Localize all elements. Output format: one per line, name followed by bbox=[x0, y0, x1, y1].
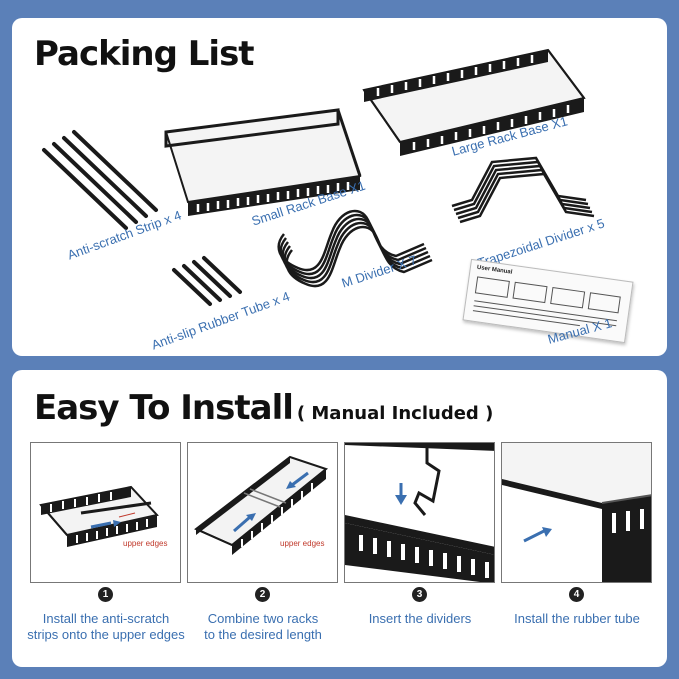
step-1-text: Install the anti-scratch strips onto the… bbox=[26, 611, 186, 643]
packing-list-title: Packing List bbox=[34, 34, 255, 74]
step-1-number: 1 bbox=[98, 587, 113, 602]
install-panel: Easy To Install( Manual Included ) upper… bbox=[12, 370, 667, 667]
step-4-number: 4 bbox=[569, 587, 584, 602]
step-4-illustration bbox=[502, 443, 651, 582]
manual-diagrams bbox=[472, 276, 621, 327]
small-rack-base-image bbox=[164, 108, 362, 216]
packing-list-panel: Packing List Anti-scratch Strip x 4 Smal… bbox=[12, 18, 667, 356]
step-4-text-line1: Install the rubber tube bbox=[514, 611, 640, 626]
large-rack-base-image bbox=[362, 48, 586, 156]
step-2-number: 2 bbox=[255, 587, 270, 602]
step-2-upper-edges-note: upper edges bbox=[280, 539, 325, 548]
install-subtitle: ( Manual Included ) bbox=[296, 403, 494, 424]
step-3-number: 3 bbox=[412, 587, 427, 602]
step-1-upper-edges-note: upper edges bbox=[123, 539, 168, 548]
manual-image: User Manual bbox=[462, 258, 634, 344]
trapezoidal-divider-image bbox=[451, 156, 595, 224]
install-title-text: Easy To Install bbox=[34, 388, 294, 428]
step-3-text: Insert the dividers bbox=[340, 611, 500, 627]
step-1-text-line1: Install the anti-scratch bbox=[42, 611, 170, 626]
step-2-text-line1: Combine two racks bbox=[207, 611, 319, 626]
anti-scratch-strips-image bbox=[42, 130, 158, 230]
step-3-image bbox=[344, 442, 495, 583]
step-2-text-line2: to the desired length bbox=[204, 627, 322, 642]
step-2-text: Combine two racks to the desired length bbox=[183, 611, 343, 643]
install-title: Easy To Install( Manual Included ) bbox=[34, 388, 493, 428]
manual-cover-title: User Manual bbox=[476, 264, 513, 276]
step-3-illustration bbox=[345, 443, 494, 582]
step-1-image: upper edges bbox=[30, 442, 181, 583]
step-1-illustration bbox=[39, 485, 159, 547]
step-3-text-line1: Insert the dividers bbox=[368, 611, 472, 626]
step-4-text: Install the rubber tube bbox=[497, 611, 657, 627]
step-4-image bbox=[501, 442, 652, 583]
anti-slip-rubber-tubes-image bbox=[172, 256, 242, 306]
step-2-image: upper edges bbox=[187, 442, 338, 583]
m-divider-image bbox=[277, 209, 433, 288]
step-2-illustration bbox=[194, 455, 329, 555]
step-1-text-line2: strips onto the upper edges bbox=[27, 627, 185, 642]
